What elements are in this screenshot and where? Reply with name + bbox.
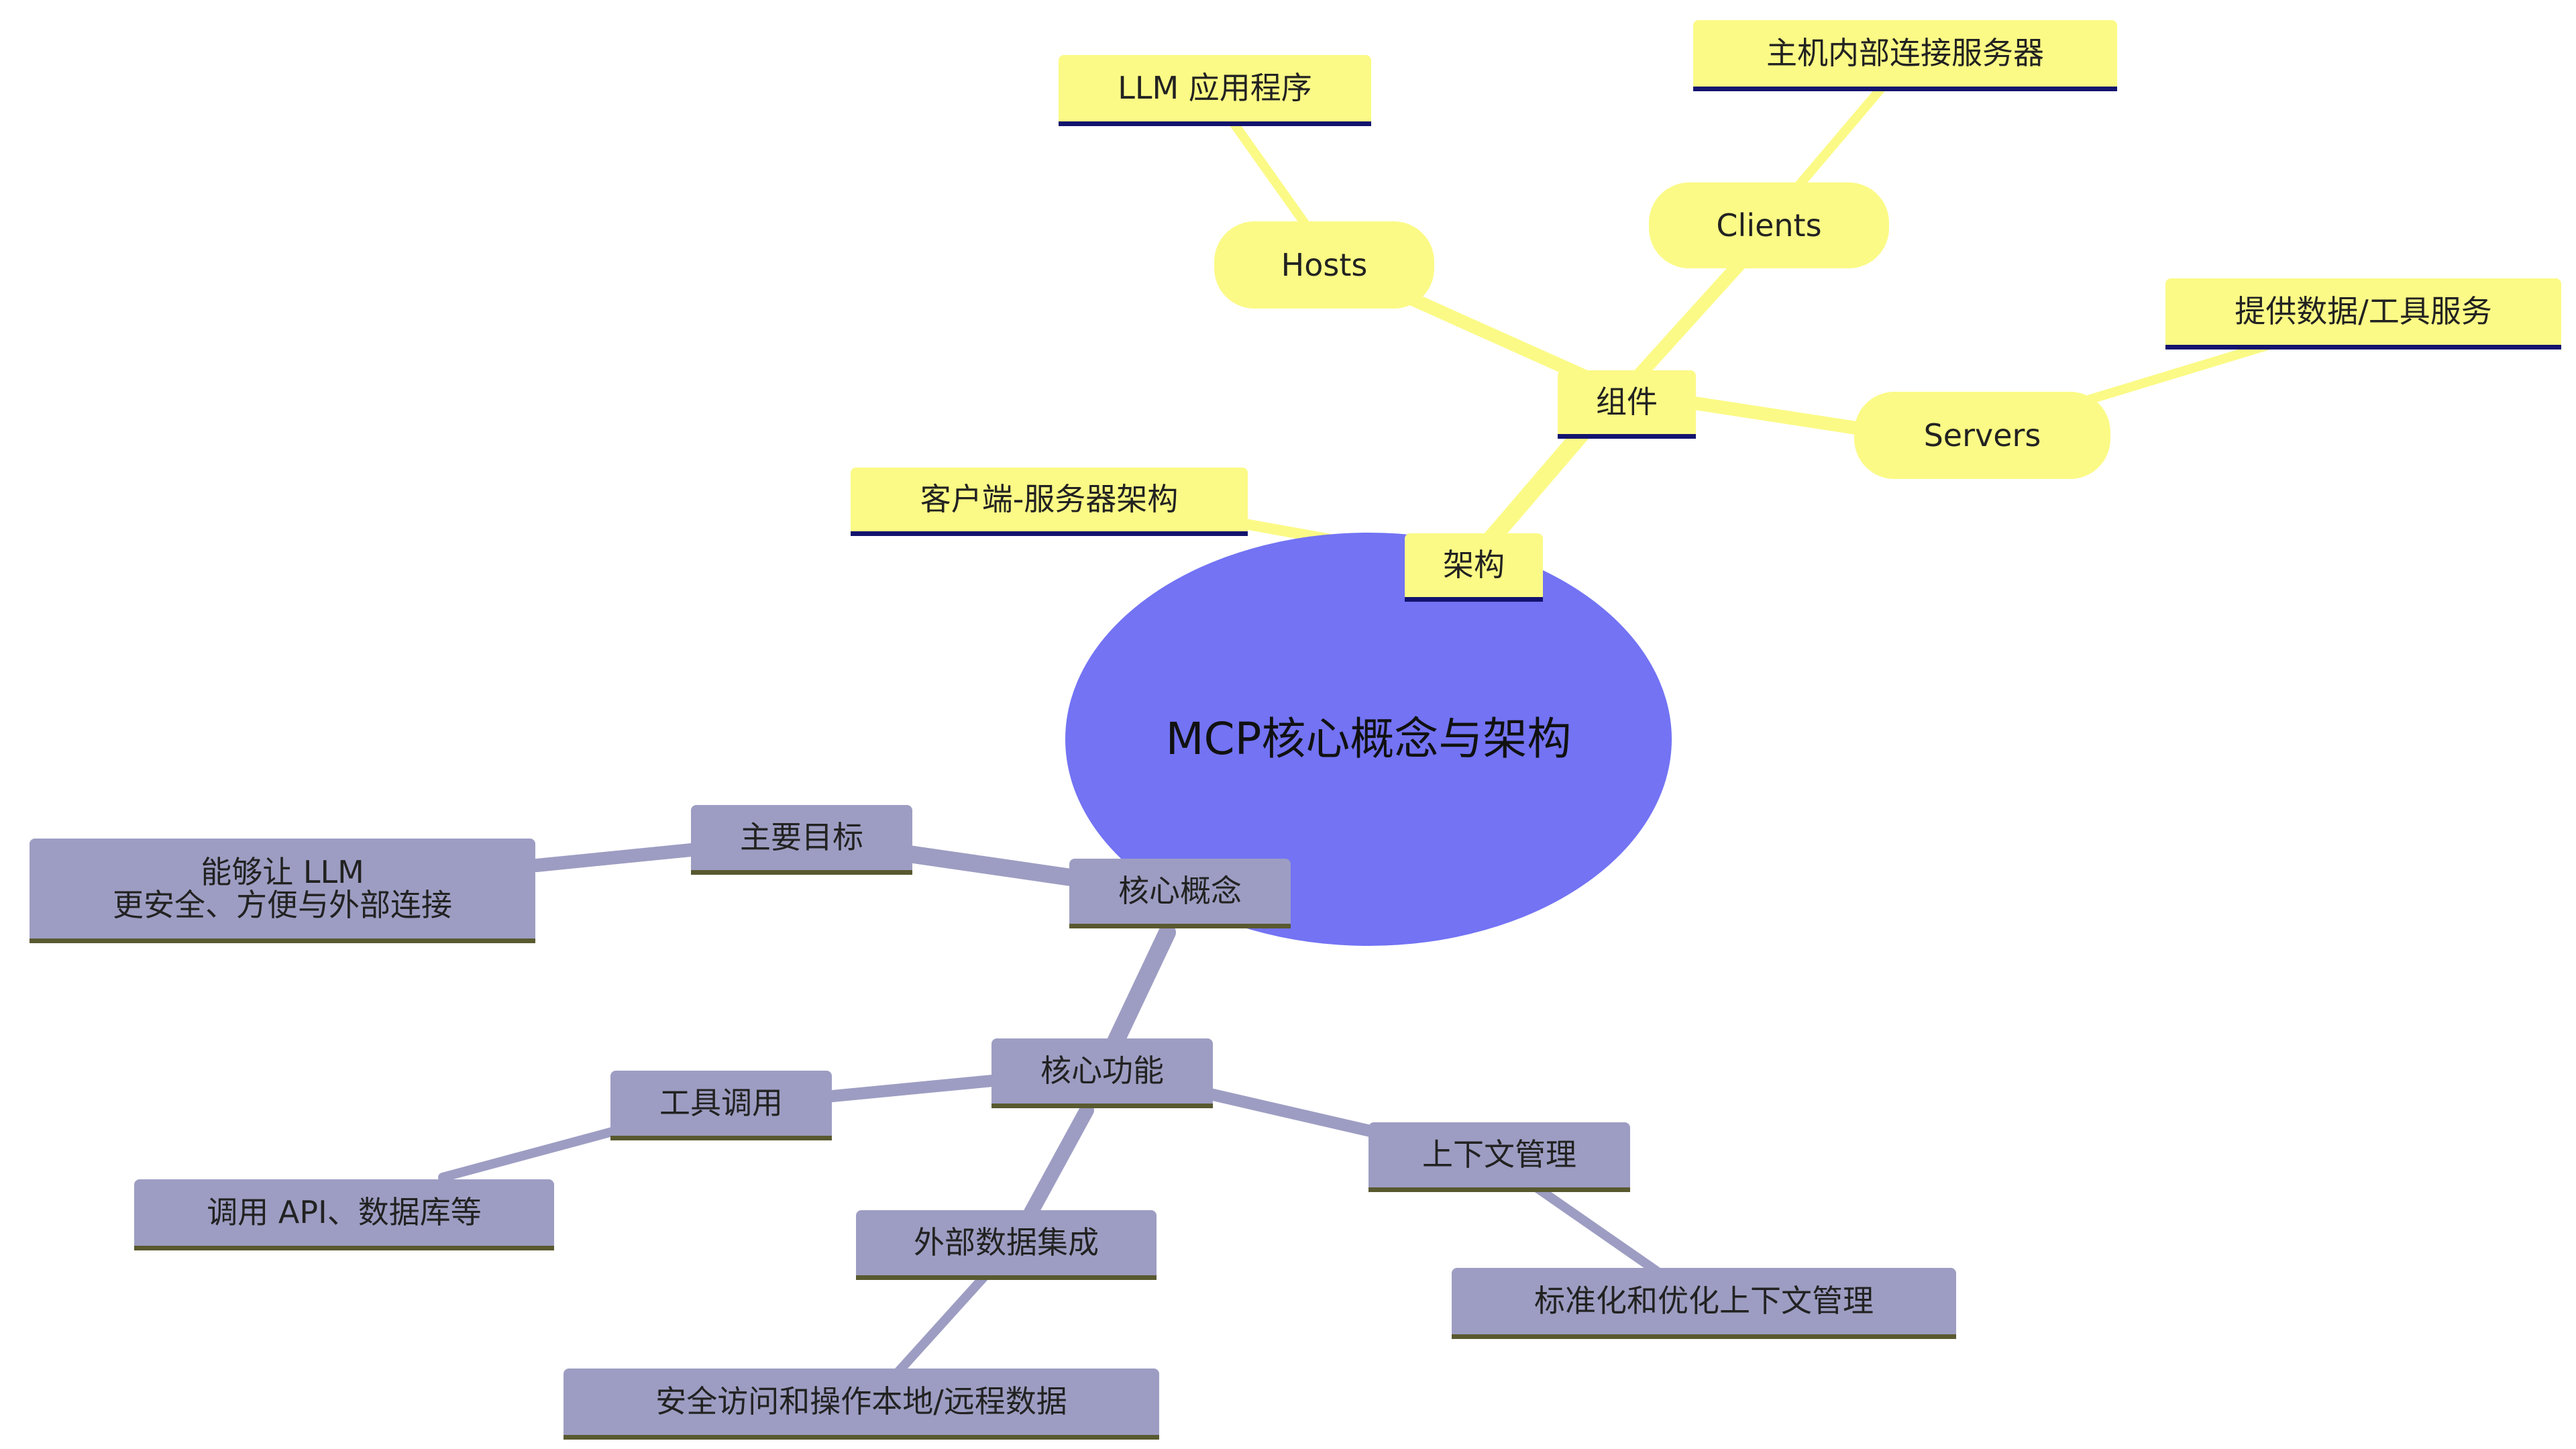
edge-servers-desc <box>2075 341 2272 407</box>
components-node[interactable]: 组件 <box>1558 370 1696 439</box>
servers-desc-node[interactable]: 提供数据/工具服务 <box>2165 278 2561 350</box>
external-data-label: 外部数据集成 <box>914 1224 1099 1261</box>
context-desc-node[interactable]: 标准化和优化上下文管理 <box>1452 1268 1956 1339</box>
clients-desc-label: 主机内部连接服务器 <box>1766 35 2044 72</box>
clients-desc-node[interactable]: 主机内部连接服务器 <box>1693 20 2117 91</box>
tool-call-desc-label: 调用 API、数据库等 <box>207 1194 482 1231</box>
hosts-desc-node[interactable]: LLM 应用程序 <box>1059 55 1371 126</box>
edge-context-desc <box>1532 1183 1662 1276</box>
hosts-node[interactable]: Hosts <box>1214 221 1434 309</box>
functions-node[interactable]: 核心功能 <box>991 1038 1213 1108</box>
hosts-desc-label: LLM 应用程序 <box>1118 70 1312 107</box>
edge-clients-desc <box>1786 79 1890 199</box>
edge-toolcall-desc <box>438 1126 622 1182</box>
architecture-label: 架构 <box>1443 547 1505 584</box>
servers-label: Servers <box>1923 417 2041 453</box>
components-label: 组件 <box>1596 384 1658 421</box>
tool-call-label: 工具调用 <box>659 1085 783 1122</box>
edge-hosts-components <box>1382 282 1590 382</box>
tool-call-desc-node[interactable]: 调用 API、数据库等 <box>134 1179 554 1250</box>
servers-desc-label: 提供数据/工具服务 <box>2235 293 2492 330</box>
goal-desc-label: 能够让 LLM 更安全、方便与外部连接 <box>113 854 452 923</box>
context-node[interactable]: 上下文管理 <box>1368 1122 1630 1192</box>
edge-context-functions <box>1201 1087 1388 1140</box>
edge-servers-components <box>1684 396 1872 436</box>
architecture-node[interactable]: 架构 <box>1405 533 1543 602</box>
edge-toolcall-functions <box>819 1074 1006 1103</box>
goal-desc-node[interactable]: 能够让 LLM 更安全、方便与外部连接 <box>30 839 535 943</box>
tool-call-node[interactable]: 工具调用 <box>610 1071 832 1140</box>
architecture-model-node[interactable]: 客户端-服务器架构 <box>851 468 1248 536</box>
edge-clients-components <box>1617 245 1758 399</box>
edge-external-functions <box>1019 1103 1094 1228</box>
architecture-model-label: 客户端-服务器架构 <box>920 481 1179 518</box>
edge-hosts-desc <box>1230 119 1313 233</box>
external-data-desc-label: 安全访问和操作本地/远程数据 <box>655 1383 1067 1420</box>
goal-node[interactable]: 主要目标 <box>691 805 912 875</box>
edge-goal-desc <box>530 842 711 872</box>
servers-node[interactable]: Servers <box>1854 392 2110 479</box>
context-desc-label: 标准化和优化上下文管理 <box>1534 1283 1874 1320</box>
external-data-desc-node[interactable]: 安全访问和操作本地/远程数据 <box>564 1368 1159 1440</box>
root-label: MCP核心概念与架构 <box>1165 713 1572 765</box>
external-data-node[interactable]: 外部数据集成 <box>856 1210 1157 1280</box>
root-node[interactable]: MCP核心概念与架构 <box>1065 533 1672 946</box>
context-label: 上下文管理 <box>1422 1136 1576 1173</box>
functions-label: 核心功能 <box>1040 1053 1164 1089</box>
clients-node[interactable]: Clients <box>1649 182 1889 268</box>
hosts-label: Hosts <box>1281 246 1368 283</box>
core-concepts-label: 核心概念 <box>1118 873 1242 910</box>
clients-label: Clients <box>1716 207 1822 244</box>
edge-external-desc <box>888 1270 991 1383</box>
goal-label: 主要目标 <box>740 819 863 856</box>
core-concepts-node[interactable]: 核心概念 <box>1069 859 1291 928</box>
